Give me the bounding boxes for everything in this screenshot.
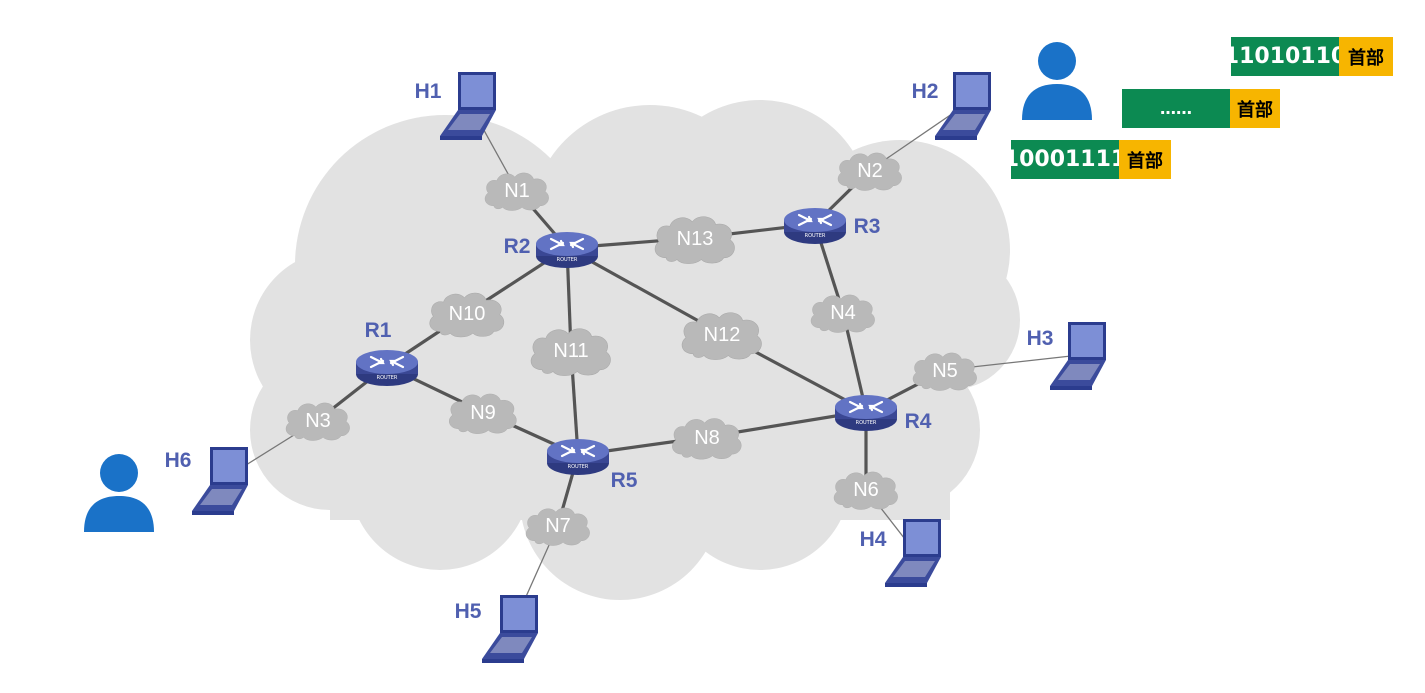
- host-h5: H5: [455, 595, 538, 663]
- network-n6: N6: [833, 471, 899, 510]
- network-n2: N2: [837, 152, 903, 191]
- router-r2: ROUTER R2: [504, 232, 598, 268]
- network-label: N9: [470, 402, 496, 424]
- network-label: N2: [857, 160, 883, 182]
- host-label: H6: [165, 449, 192, 472]
- router-label: R3: [854, 215, 881, 238]
- host-h6: H6: [165, 447, 248, 515]
- network-n11: N11: [530, 328, 612, 377]
- packet-payload: 10001111: [1004, 140, 1126, 179]
- router-label: R1: [365, 319, 392, 342]
- network-n1: N1: [484, 172, 550, 211]
- network-label: N8: [694, 427, 720, 449]
- network-label: N11: [553, 340, 588, 362]
- network-label: N5: [932, 360, 958, 382]
- packet-header: 首部: [1230, 89, 1280, 128]
- router-r1: ROUTER R1: [356, 319, 418, 386]
- router-r4: ROUTER R4: [835, 395, 932, 433]
- packet-payload: 11010110: [1224, 37, 1346, 76]
- laptop-icon: [192, 447, 248, 515]
- network-label: N10: [449, 303, 486, 325]
- router-caption: ROUTER: [568, 464, 589, 470]
- network-n10: N10: [429, 292, 505, 338]
- host-h1: H1: [415, 72, 496, 140]
- host-label: H2: [912, 80, 939, 103]
- packet-3: 10001111 首部: [1004, 140, 1171, 179]
- network-n9: N9: [448, 393, 517, 435]
- router-label: R5: [611, 469, 638, 492]
- packet-payload: ……: [1122, 89, 1230, 128]
- user-icon: [82, 452, 156, 537]
- network-label: N12: [704, 324, 741, 346]
- router-r3: ROUTER R3: [784, 208, 880, 244]
- laptop-icon: [885, 519, 941, 587]
- router-r5: ROUTER R5: [547, 439, 638, 492]
- network-label: N1: [504, 180, 530, 202]
- network-label: N6: [853, 479, 879, 501]
- network-label: N7: [545, 515, 571, 537]
- host-label: H1: [415, 80, 442, 103]
- packet-header: 首部: [1119, 140, 1171, 179]
- host-h3: H3: [1027, 322, 1106, 390]
- router-caption: ROUTER: [377, 375, 398, 381]
- host-label: H5: [455, 600, 482, 623]
- router-icon: [547, 439, 609, 475]
- network-n4: N4: [810, 294, 876, 333]
- network-label: N4: [830, 302, 856, 324]
- laptop-icon: [1050, 322, 1106, 390]
- router-icon: [356, 350, 418, 386]
- router-label: R4: [905, 410, 932, 433]
- network-n7: N7: [525, 507, 591, 546]
- network-n12: N12: [681, 312, 763, 361]
- packet-2: …… 首部: [1122, 89, 1280, 128]
- router-icon: [835, 395, 897, 431]
- router-caption: ROUTER: [557, 257, 578, 263]
- packet-1: 11010110 首部: [1224, 37, 1393, 76]
- host-label: H4: [860, 528, 887, 551]
- host-h4: H4: [860, 519, 941, 587]
- router-icon: [536, 232, 598, 268]
- router-label: R2: [504, 235, 531, 258]
- network-n13: N13: [654, 216, 735, 265]
- network-label: N3: [305, 410, 331, 432]
- host-h2: H2: [912, 72, 991, 140]
- network-n5: N5: [912, 352, 978, 391]
- user-icon: [1020, 40, 1094, 125]
- router-icon: [784, 208, 846, 244]
- network-n8: N8: [671, 418, 742, 460]
- router-caption: ROUTER: [805, 233, 826, 239]
- laptop-icon: [482, 595, 538, 663]
- laptop-icon: [935, 72, 991, 140]
- packet-header: 首部: [1339, 37, 1393, 76]
- router-caption: ROUTER: [856, 420, 877, 426]
- laptop-icon: [440, 72, 496, 140]
- network-label: N13: [677, 228, 714, 250]
- network-n3: N3: [285, 402, 351, 441]
- host-label: H3: [1027, 327, 1054, 350]
